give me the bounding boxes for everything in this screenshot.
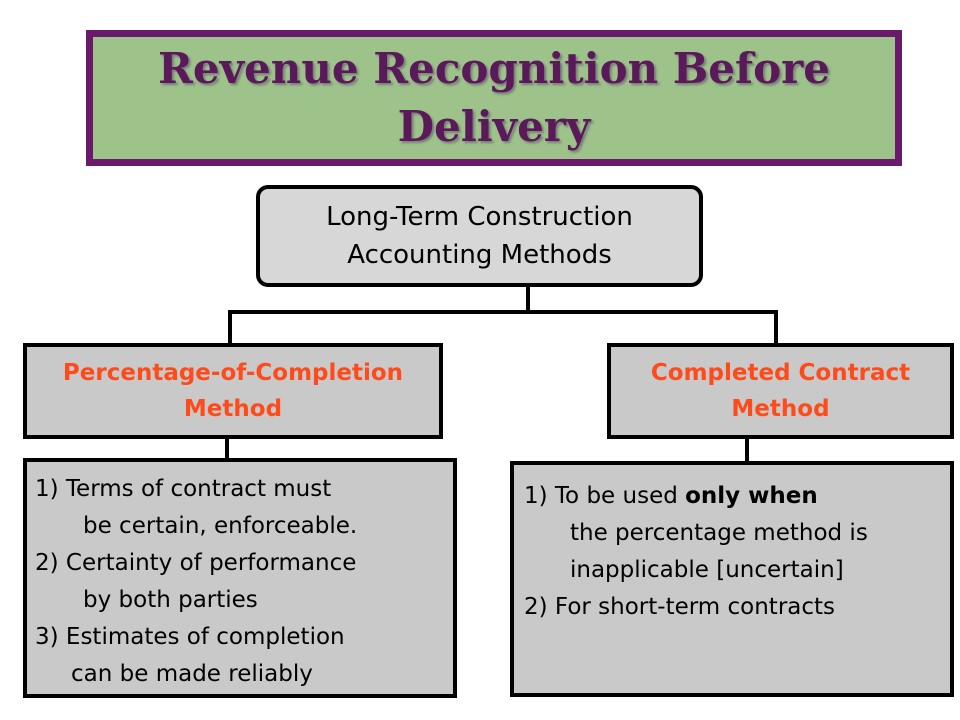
title-line-2: Delivery: [397, 102, 591, 151]
left-item-2-cont: by both parties: [83, 587, 258, 613]
right-item-1-cont-2: inapplicable [uncertain]: [570, 557, 844, 583]
right-item-1-prefix: 1) To be used: [524, 483, 686, 509]
connector-right-down: [774, 310, 778, 344]
completed-contract-criteria-box: 1) To be used only when the percentage m…: [510, 461, 954, 697]
left-method-line-1: Percentage-of-Completion: [62, 360, 404, 386]
title-banner: Revenue Recognition Before Delivery: [86, 30, 902, 166]
right-method-line-1: Completed Contract: [650, 360, 911, 386]
connector-right-detail: [745, 439, 749, 462]
right-item-1-cont-1: the percentage method is: [570, 520, 868, 546]
percentage-criteria-box: 1) Terms of contract must be certain, en…: [23, 458, 457, 698]
right-item-1: 1) To be used only when: [524, 478, 950, 515]
title-line-1: Revenue Recognition Before: [158, 44, 830, 93]
left-item-2: 2) Certainty of performance: [35, 550, 357, 576]
connector-left-down: [228, 310, 232, 344]
root-line-1: Long-Term Construction: [326, 202, 633, 232]
connector-root-down: [526, 287, 530, 313]
completed-contract-node: Completed Contract Method: [607, 343, 954, 439]
root-node: Long-Term Construction Accounting Method…: [256, 185, 703, 287]
root-line-2: Accounting Methods: [347, 240, 612, 270]
connector-horizontal: [228, 310, 778, 314]
page-title: Revenue Recognition Before Delivery: [158, 40, 830, 156]
left-method-line-2: Method: [183, 396, 283, 422]
percentage-of-completion-node: Percentage-of-Completion Method: [23, 343, 443, 439]
left-item-3: 3) Estimates of completion: [35, 624, 345, 650]
connector-left-detail: [225, 439, 229, 460]
right-method-line-2: Method: [731, 396, 830, 422]
right-item-1-emphasis: only when: [685, 483, 818, 509]
right-item-2: 2) For short-term contracts: [524, 594, 836, 620]
left-item-3-cont: can be made reliably: [71, 661, 313, 687]
left-item-1: 1) Terms of contract must: [35, 476, 332, 502]
left-item-1-cont: be certain, enforceable.: [83, 513, 358, 539]
